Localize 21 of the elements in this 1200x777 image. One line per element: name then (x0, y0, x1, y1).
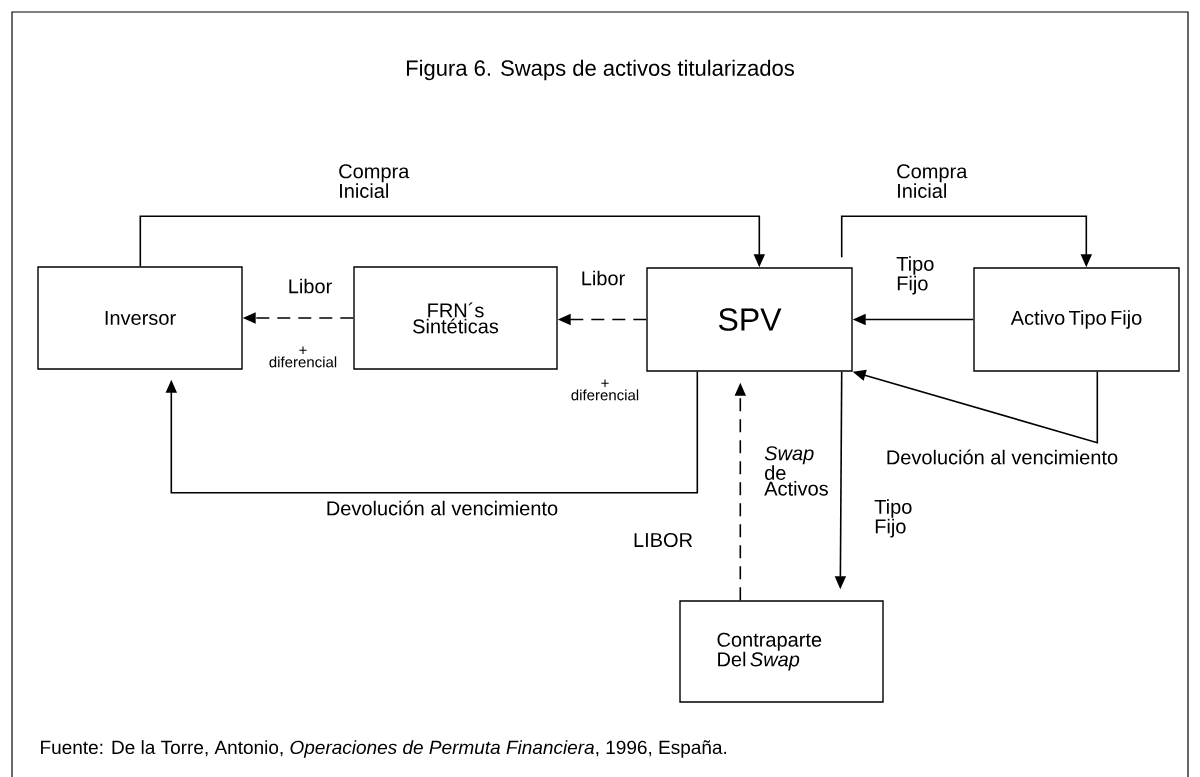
box: SPV (646, 267, 853, 372)
label: + diferencial (571, 379, 639, 401)
box: Inversor (37, 266, 243, 370)
edge-label: Tipo Fijo (874, 499, 912, 538)
box: Activo Tipo Fijo (973, 267, 1180, 372)
box: FRN´s Sintéticas (353, 266, 558, 370)
label: Swap de Activos (764, 446, 828, 496)
edge-label: Devolución al vencimiento (887, 449, 1118, 465)
edge-label: LIBOR (634, 532, 693, 548)
arrow (139, 215, 766, 268)
edge-label: Compra Inicial (897, 164, 968, 198)
edge-label: Devolución al vencimiento (327, 500, 558, 516)
edge-label: Libor (289, 278, 332, 294)
arrow (165, 370, 699, 494)
box: Contraparte Del Swap (679, 600, 884, 703)
edge-label: Tipo Fijo (896, 256, 934, 295)
edge-label: Compra Inicial (339, 164, 410, 198)
label: + diferencial (269, 346, 337, 368)
caption: Fuente: De la Torre, Antonio, Operaciones de Permuta Financiera, 1996, España. (41, 740, 727, 758)
edge-label: Libor (582, 270, 625, 286)
title: Figura 6. Swaps de activos titularizados (406, 59, 794, 81)
